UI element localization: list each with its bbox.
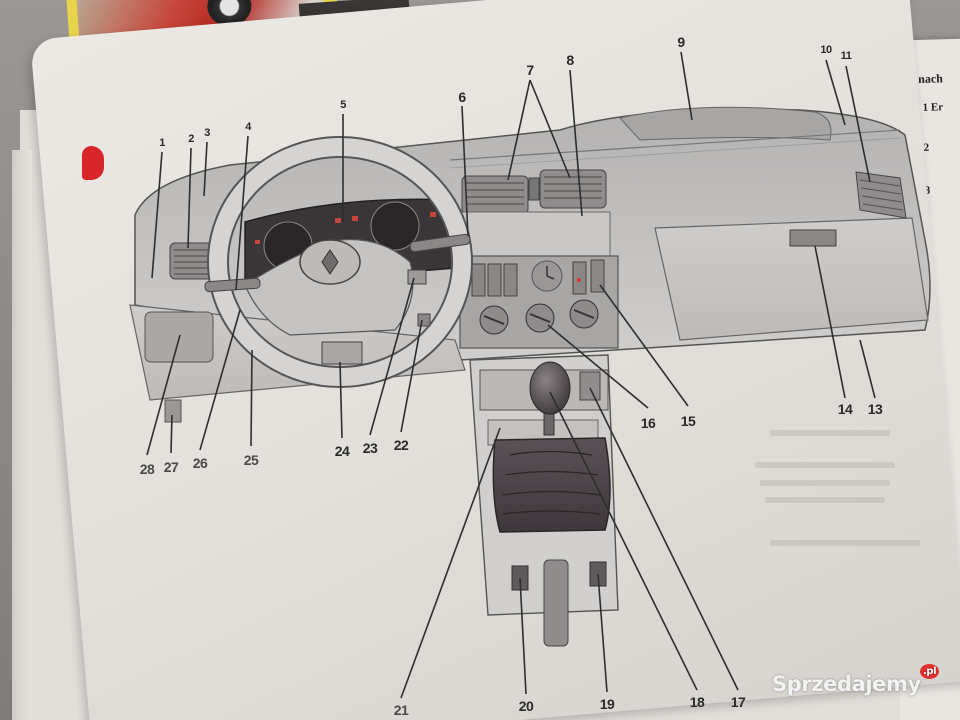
faint-text-line [770,540,920,546]
callout-20: 20 [518,698,534,714]
central-air-vents [461,169,607,215]
switch-button [572,261,587,295]
page-stack-edge [12,150,32,720]
callout-5: 5 [340,99,346,111]
watermark-brand: Sprzedajemy [772,672,921,696]
small-switch [417,313,431,327]
callout-15: 15 [680,413,696,429]
switch-button [503,263,518,297]
switch-button [471,263,486,297]
callout-16: 16 [640,415,656,431]
center-console [469,354,619,647]
steering-column-cover [321,341,363,365]
callout-10: 10 [820,44,832,56]
callout-18: 18 [689,694,705,710]
watermark: Sprzedajemy .pl [772,664,940,696]
callout-14: 14 [837,401,853,417]
callout-11: 11 [840,50,852,62]
callout-25: 25 [243,452,259,468]
renault-logo-icon [321,249,339,275]
right-air-vent [855,171,907,219]
callout-7: 7 [526,62,534,78]
switch-button [487,263,502,297]
callout-4: 4 [245,121,251,133]
faint-text-line [765,497,885,503]
gear-lever-boot [492,437,611,533]
callout-27: 27 [163,459,179,475]
callout-26: 26 [192,455,208,471]
glovebox-handle [789,229,837,247]
callout-9: 9 [677,34,685,50]
faint-text-line [755,462,895,468]
faint-text-line [760,480,890,486]
callout-leader-lines [146,51,876,699]
callout-8: 8 [566,52,574,68]
wiper-stalk [409,233,471,253]
radio-space-panel [459,211,611,259]
callout-13: 13 [867,401,883,417]
switch-heater-panel [459,255,619,349]
callout-19: 19 [599,696,615,712]
faint-text-line [770,430,890,436]
console-switches [579,371,601,401]
callout-21: 21 [393,702,409,718]
callout-28: 28 [139,461,155,477]
glovebox [654,217,929,341]
callout-17: 17 [730,694,746,710]
callout-1: 1 [159,137,165,149]
switch-button [590,259,605,293]
watermark-tld-badge: .pl [920,664,940,679]
red-section-tab [82,146,104,180]
speedometer-icon [370,201,420,251]
bonnet-release-lever [164,399,182,423]
handbrake-lever [543,559,569,647]
callout-3: 3 [204,127,210,139]
callout-24: 24 [334,443,350,459]
lighting-stalk [204,277,261,293]
callout-2: 2 [188,133,194,145]
callout-6: 6 [458,89,466,105]
gear-knob [529,361,571,415]
steering-column-switch [407,269,427,285]
callout-23: 23 [362,440,378,456]
callout-22: 22 [393,437,409,453]
